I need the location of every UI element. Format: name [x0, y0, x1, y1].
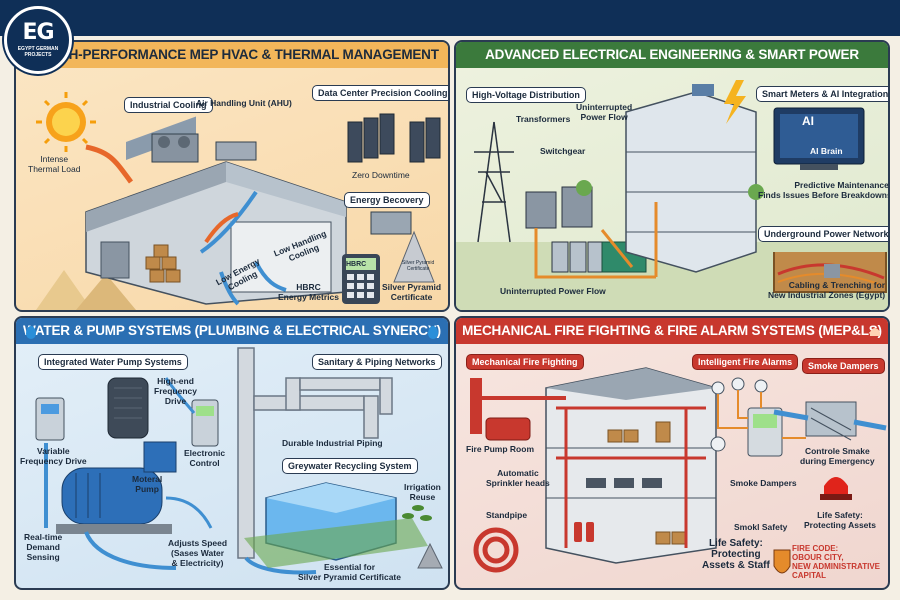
- fire-shield-icon: [773, 549, 791, 574]
- hf-drive-label: High-end Frequency Drive: [154, 376, 197, 406]
- office-building: [625, 91, 757, 273]
- smoke-dampers-tag: Smoke Dampers: [802, 358, 885, 374]
- vfd-label: Variable Frequency Drive: [20, 446, 87, 466]
- integrated-pump-tag: Integrated Water Pump Systems: [38, 354, 188, 370]
- durable-piping-label: Durable Industrial Piping: [282, 438, 383, 448]
- fire-pump-icon: [470, 378, 482, 434]
- alarm-bell-icon: [870, 328, 880, 336]
- lightning-icon: [724, 80, 746, 124]
- energy-recovery-tag: Energy Becovery: [344, 192, 430, 208]
- ahu-unit: [151, 133, 199, 163]
- alarm-beacon-icon: [824, 477, 848, 494]
- pylon-icon: [474, 121, 514, 243]
- sprinkler-label: Automatic Sprinkler heads: [486, 468, 550, 488]
- hvac-title: HIGH-PERFORMANCE MEP HVAC & THERMAL MANA…: [16, 42, 448, 68]
- water-drop-icon: [26, 326, 36, 339]
- motor-pump-label: Moteral Pump: [132, 474, 163, 494]
- fire-panel: MECHANICAL FIRE FIGHTING & FIRE ALARM SY…: [454, 316, 890, 590]
- electrical-panel: ADVANCED ELECTRICAL ENGINEERING & SMART …: [454, 40, 890, 312]
- essential-label: Essential for Silver Pyramid Certificate: [298, 562, 401, 582]
- logo-mark: EG: [22, 20, 54, 45]
- silver-pyramid-icon: [393, 230, 435, 283]
- certificate-label: Silver Pyramid Certificate: [382, 282, 442, 302]
- predictive-label: Predictive Maintenance: Finds Issues Bef…: [758, 180, 890, 200]
- hbrc-metrics-label: HBRC Energy Metrics: [278, 282, 339, 302]
- power-flow-label: Uninterrupted Power Flow: [500, 286, 606, 296]
- hvac-illustration: [36, 92, 441, 310]
- electrical-title: ADVANCED ELECTRICAL ENGINEERING & SMART …: [456, 42, 888, 68]
- smokl-safety-label: Smokl Safety: [734, 522, 788, 532]
- hvac-panel: HIGH-PERFORMANCE MEP HVAC & THERMAL MANA…: [14, 40, 450, 312]
- smoke-dampers-label: Smoke Dampers: [730, 478, 797, 488]
- logo-company-name: EGYPT GERMAN PROJECTS: [17, 46, 59, 58]
- switchgear-label: Switchgear: [540, 146, 586, 156]
- top-banner: [0, 0, 900, 36]
- electronic-control-label: Electronic Control: [184, 448, 226, 468]
- piping-network: [237, 347, 393, 559]
- life-safety-staff-label: Life Safety: Protecting Assets & Staff: [702, 538, 770, 571]
- hose-reel-icon: [473, 527, 519, 573]
- controle-smake-label: Controle Smake during Emergency: [800, 446, 875, 466]
- switchgear-icon: [551, 241, 605, 273]
- silver-pyramid-icon: [417, 542, 443, 569]
- fire-title: MECHANICAL FIRE FIGHTING & FIRE ALARM SY…: [456, 318, 888, 344]
- greywater-tag: Greywater Recycling System: [282, 458, 418, 474]
- standpipe-label: Standpipe: [486, 510, 528, 520]
- pyramid-icon: [36, 270, 92, 310]
- datacenter-tag: Data Center Precision Cooling: [312, 85, 448, 101]
- plant-icon: [402, 505, 432, 521]
- irrigation-label: Irrigation Reuse: [404, 482, 441, 502]
- transformers-label: Transformers: [516, 114, 571, 124]
- water-illustration: [35, 347, 443, 575]
- underground-tag: Underground Power Networks: [758, 226, 888, 242]
- industrial-cooling-tag: Industrial Cooling: [124, 97, 213, 113]
- water-panel: WATER & PUMP SYSTEMS (PLUMBING & ELECTRI…: [14, 316, 450, 590]
- ups-label: Uninterrupted Power Flow: [576, 102, 633, 122]
- realtime-label: Real-time Demand Sensing: [24, 532, 63, 562]
- company-logo: EG EGYPT GERMAN PROJECTS: [4, 6, 72, 74]
- water-drop-icon: [428, 326, 438, 339]
- adjusts-speed-label: Adjusts Speed (Sases Water & Electricity…: [168, 538, 228, 568]
- smart-meters-tag: Smart Meters & AI Integration: [756, 86, 888, 102]
- zero-downtime-label: Zero Downtime: [352, 170, 410, 180]
- thermal-load-label: Intense Thermal Load: [28, 154, 81, 174]
- fire-code-label: FIRE CODE: OBOUR CITY, NEW ADMINISTRATIV…: [792, 544, 880, 580]
- electrical-illustration: [456, 80, 888, 310]
- life-safety-assets-label: Life Safety: Protecting Assets: [804, 510, 876, 530]
- ahu-label: Air Handling Unit (AHU): [196, 98, 292, 108]
- fire-illustration: [470, 367, 887, 574]
- hbrc-display: HBRC: [346, 261, 367, 268]
- fire-pump-room-label: Fire Pump Room: [466, 444, 535, 454]
- mech-fire-tag: Mechanical Fire Fighting: [466, 354, 584, 370]
- intelligent-alarms-tag: Intelligent Fire Alarms: [692, 354, 799, 370]
- certificate-inner-label: Silver Pyramid Certificate: [402, 260, 435, 272]
- ai-brain-label: AI Brain: [810, 146, 843, 156]
- water-title: WATER & PUMP SYSTEMS (PLUMBING & ELECTRI…: [16, 318, 448, 344]
- cabling-label: Cabling & Trenching for New Industrial Z…: [768, 280, 886, 300]
- sun-icon: [36, 92, 96, 152]
- ai-chip-label: AI: [802, 114, 814, 128]
- sanitary-tag: Sanitary & Piping Networks: [312, 354, 442, 370]
- hv-distribution-tag: High-Voltage Distribution: [466, 87, 586, 103]
